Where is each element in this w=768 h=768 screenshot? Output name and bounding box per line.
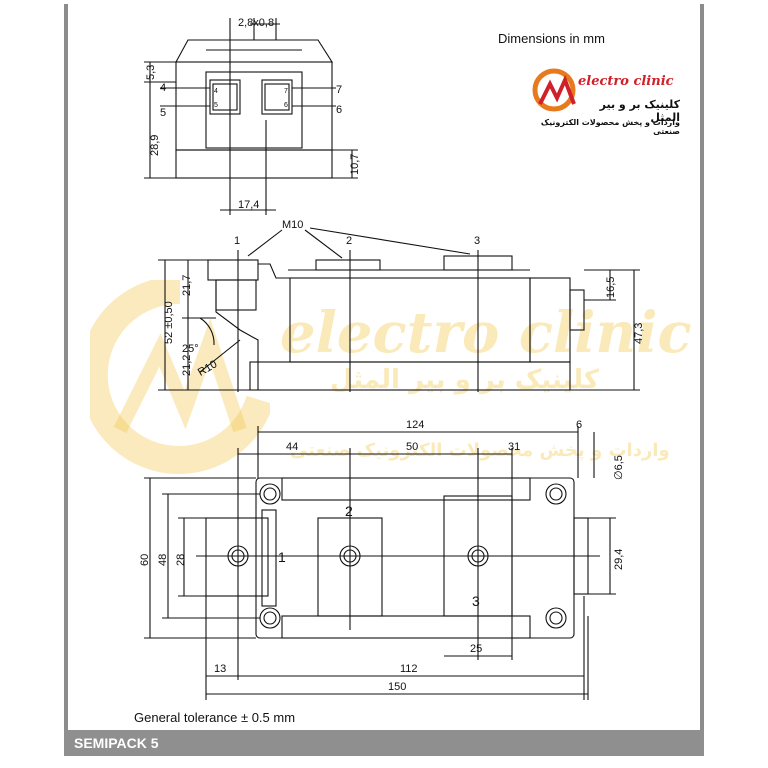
- dim-44: 44: [286, 441, 298, 453]
- frame-right-border: [700, 4, 704, 730]
- side-view-outline: [158, 227, 640, 392]
- dim-side-bottom: 21,2: [181, 355, 193, 376]
- dim-60: 60: [139, 554, 151, 566]
- dim-13: 13: [214, 663, 226, 675]
- frame-left-border: [64, 4, 68, 730]
- pin-label-right-bottom: 6: [336, 104, 342, 116]
- inner-pin-4: 4: [214, 88, 218, 95]
- dim-28: 28: [175, 554, 187, 566]
- logo-name-fa: کلینیک بر و بیر المثل: [599, 98, 680, 124]
- dim-48: 48: [157, 554, 169, 566]
- watermark-text-en: electro clinic: [280, 300, 692, 366]
- inner-pin-6: 6: [284, 102, 288, 109]
- side-terminal-1: 1: [234, 235, 240, 247]
- watermark-logo-mark: [90, 280, 270, 474]
- dim-25: 25: [470, 643, 482, 655]
- dim-width-17-4: 17,4: [238, 199, 259, 211]
- side-angle: 25°: [182, 343, 199, 355]
- plan-view-outline: [144, 426, 616, 700]
- inner-pin-5: 5: [214, 102, 218, 109]
- dim-side-total: 52 ±0,50: [163, 301, 175, 344]
- package-name: SEMIPACK 5: [74, 735, 159, 751]
- pin-label-left-top: 4: [160, 82, 166, 94]
- pin-label-left-bottom: 5: [160, 107, 166, 119]
- dim-50: 50: [406, 441, 418, 453]
- dim-side-right-small: 16,5: [605, 277, 617, 298]
- side-terminal-3: 3: [474, 235, 480, 247]
- dim-6: 6: [576, 419, 582, 431]
- technical-drawing: 2,8x0,8 17,4 10,7 5,3 28,9 4 5 7 6 4 5 7…: [139, 17, 645, 700]
- side-terminal-2: 2: [346, 235, 352, 247]
- units-note: Dimensions in mm: [498, 31, 605, 46]
- dim-upper-5-3: 5,3: [145, 65, 157, 80]
- top-view-outline: [144, 18, 358, 215]
- dim-124: 124: [406, 419, 424, 431]
- dim-height-28-9: 28,9: [149, 135, 161, 156]
- inner-pin-7: 7: [284, 88, 288, 95]
- dim-hole-diameter: ∅6,5: [613, 455, 625, 480]
- logo-tagline-fa: واردات و پخش محصولات الکترونیک صنعتی: [540, 118, 680, 136]
- dim-base-10-7: 10,7: [349, 154, 361, 175]
- side-radius: R10: [196, 358, 219, 378]
- dim-pin-size: 2,8x0,8: [238, 17, 274, 29]
- dim-29-4: 29,4: [613, 549, 625, 570]
- dim-side-top: 21,7: [181, 275, 193, 296]
- watermark-tagline-fa: واردات و پخش محصولات الکترونیک صنعتی: [290, 440, 670, 461]
- plan-terminal-1: 1: [278, 549, 286, 565]
- dim-side-right-total: 47,3: [633, 323, 645, 344]
- dim-31: 31: [508, 441, 520, 453]
- pin-label-right-top: 7: [336, 84, 342, 96]
- company-logo: electro clinic کلینیک بر و بیر المثل وار…: [530, 66, 680, 136]
- tolerance-note: General tolerance ± 0.5 mm: [134, 710, 296, 725]
- dim-150: 150: [388, 681, 406, 693]
- logo-name-en: electro clinic: [578, 74, 674, 89]
- footer-bar: SEMIPACK 5: [64, 730, 704, 756]
- plan-terminal-2: 2: [345, 503, 353, 519]
- logo-mark-icon: [532, 68, 576, 112]
- dim-112: 112: [400, 663, 418, 675]
- thread-callout: M10: [282, 219, 303, 231]
- plan-terminal-3: 3: [472, 593, 480, 609]
